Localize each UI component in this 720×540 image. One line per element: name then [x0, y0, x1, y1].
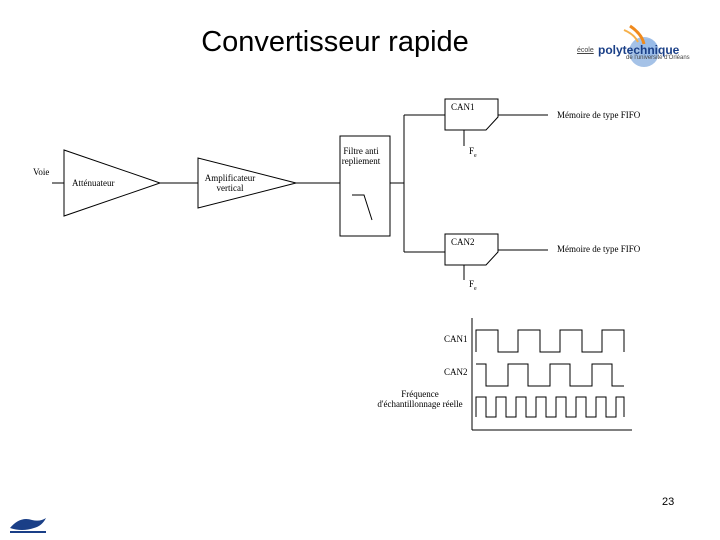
filtre-label: Filtre anti repliement	[341, 146, 381, 166]
polytechnique-logo: école polytechnique de l'université d'Or…	[572, 20, 692, 76]
can2-block	[444, 233, 499, 266]
memoire2-label: Mémoire de type FIFO	[557, 244, 641, 254]
filter-symbol	[352, 194, 373, 221]
can1-block	[444, 98, 499, 131]
frequence-label: Fréquence d'échantillonnage réelle	[377, 389, 463, 409]
attenuateur-label: Atténuateur	[72, 178, 115, 188]
memoire1-label: Mémoire de type FIFO	[557, 110, 641, 120]
fe1-label: Fe	[469, 146, 477, 159]
timing-can2-label: CAN2	[444, 367, 468, 377]
can1-waveform	[475, 329, 625, 353]
voie-label: Voie	[33, 167, 50, 177]
logo-ecole-text: école	[577, 47, 594, 54]
fe2-label: Fe	[469, 279, 477, 292]
sampling-waveform	[475, 396, 625, 418]
page-number: 23	[662, 496, 675, 508]
timing-can1-label: CAN1	[444, 334, 468, 344]
can2-waveform	[476, 363, 624, 387]
slide-title: Convertisseur rapide	[201, 26, 469, 58]
can1-label: CAN1	[451, 102, 475, 112]
can2-label: CAN2	[451, 237, 475, 247]
logo-subtitle-text: de l'université d'Orléans	[626, 55, 690, 61]
amplifier-triangle	[197, 157, 297, 209]
logo-name-text: polytechnique	[598, 43, 680, 57]
attenuator-triangle	[63, 149, 162, 217]
filter-box	[339, 135, 391, 237]
university-corner-logo	[10, 518, 46, 533]
amplificateur-label: Amplificateur vertical	[204, 173, 256, 193]
